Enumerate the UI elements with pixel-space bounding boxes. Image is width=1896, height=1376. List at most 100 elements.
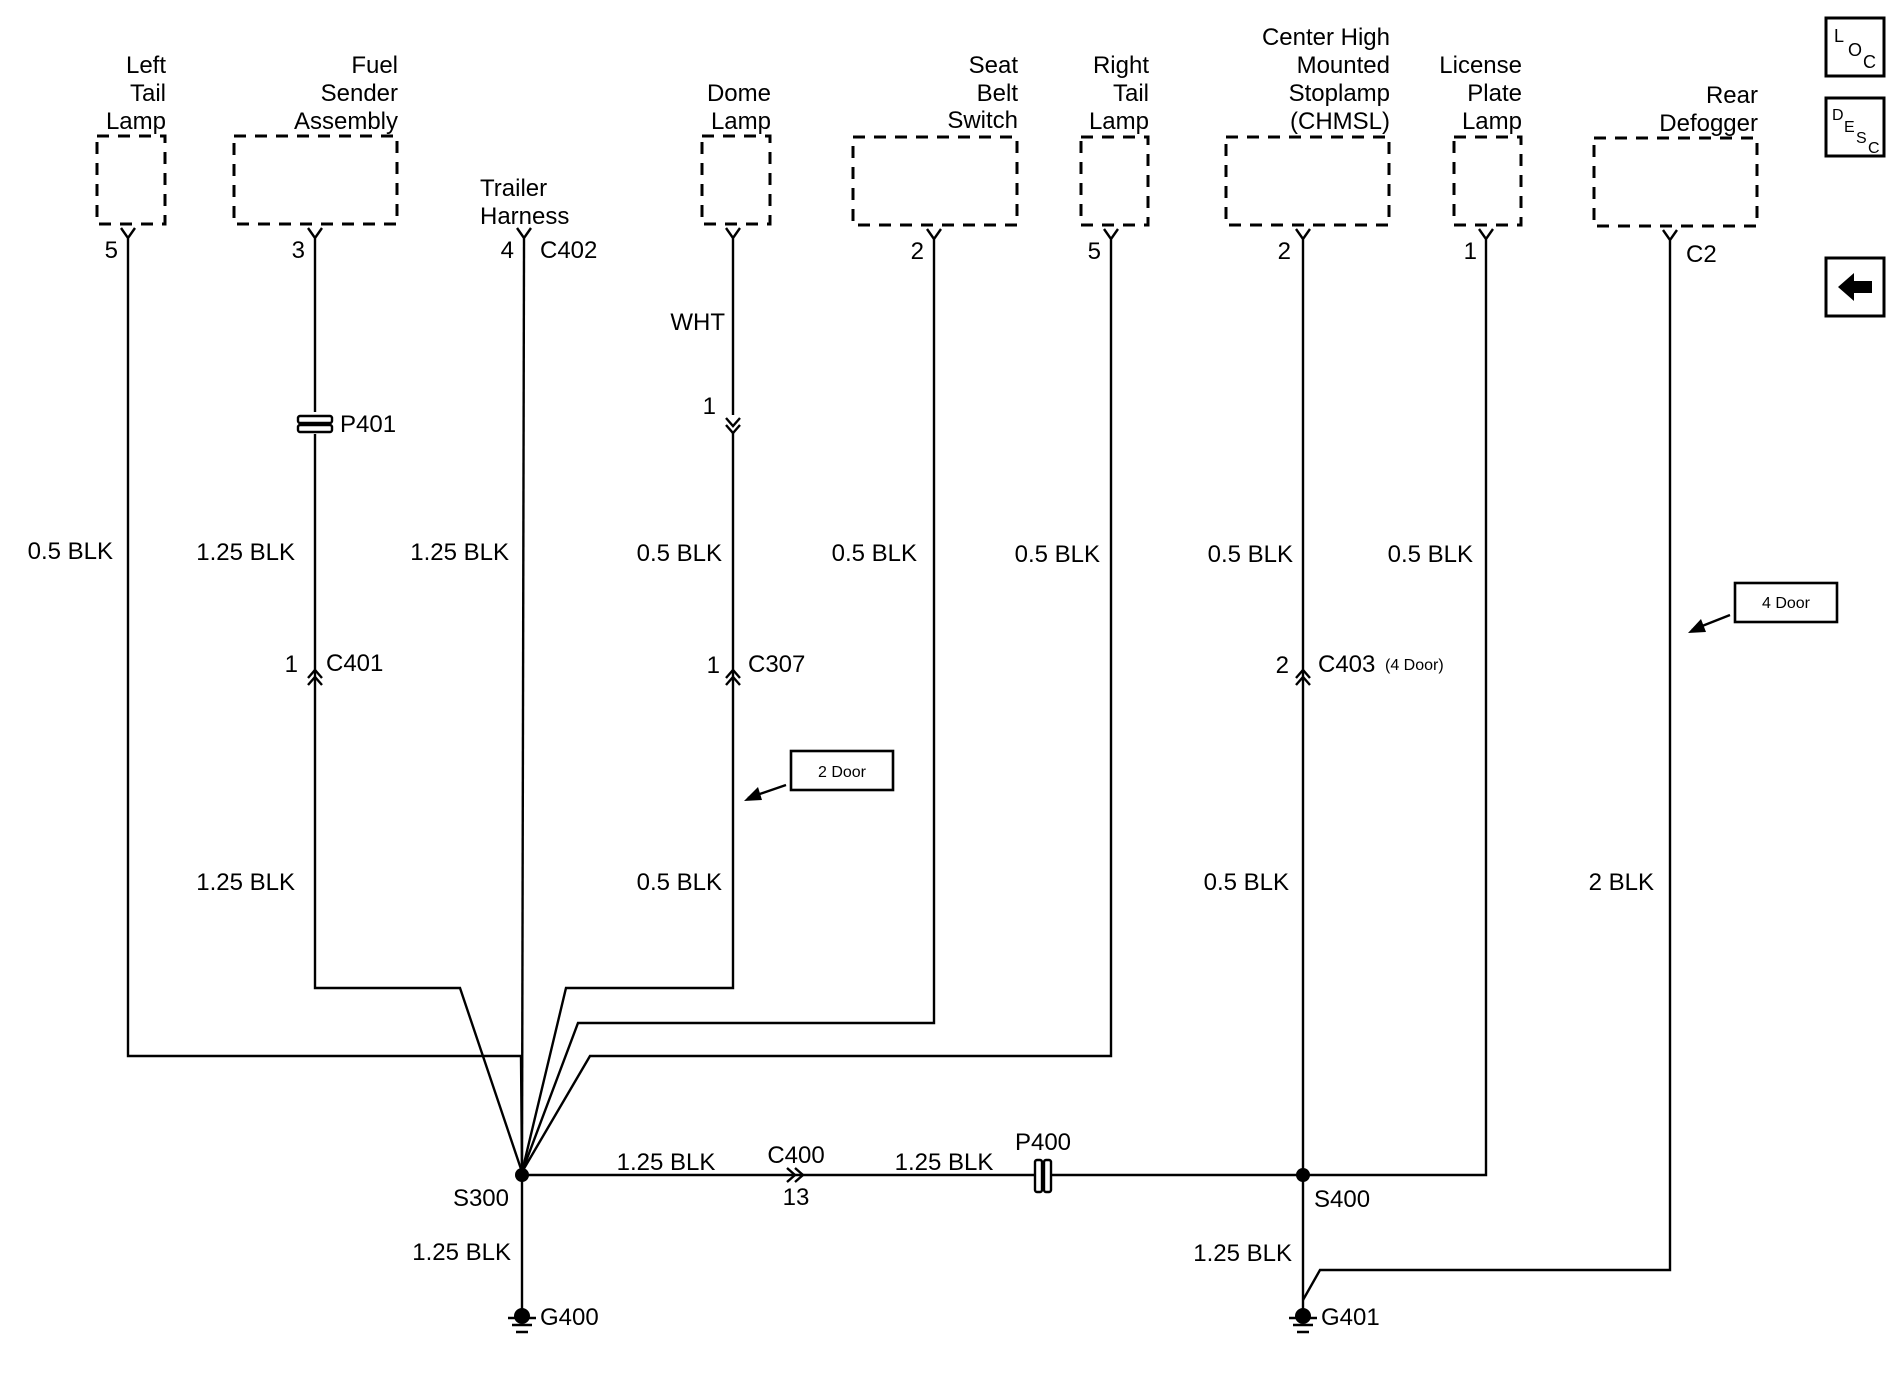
c401-pin: 1 xyxy=(285,651,298,678)
svg-text:Assembly: Assembly xyxy=(294,108,398,135)
loc-button[interactable]: L O C xyxy=(1824,16,1886,78)
p401-connector xyxy=(296,414,334,434)
svg-text:Mounted: Mounted xyxy=(1297,52,1390,79)
g401-ground-icon xyxy=(1289,1308,1317,1334)
fuel-sender-pin: 3 xyxy=(292,237,305,264)
left-tail-lamp-label: Left Tail Lamp xyxy=(106,52,166,135)
dome-inline-connector xyxy=(725,417,741,435)
wire-label-trailer: 1.25 BLK xyxy=(410,539,509,566)
c401-label: C401 xyxy=(326,650,383,677)
c401-connector xyxy=(307,668,323,686)
svg-text:Dome: Dome xyxy=(707,80,771,107)
wire-label-fuel-lower: 1.25 BLK xyxy=(196,869,295,896)
svg-text:Tail: Tail xyxy=(130,80,166,107)
wire-label-chmsl-lower: 0.5 BLK xyxy=(1204,869,1289,896)
chmsl-box xyxy=(1224,135,1391,227)
svg-text:Plate: Plate xyxy=(1467,80,1522,107)
svg-text:Belt: Belt xyxy=(977,80,1019,107)
svg-text:Harness: Harness xyxy=(480,203,569,230)
chmsl-pin: 2 xyxy=(1278,238,1291,265)
svg-text:Center High: Center High xyxy=(1262,24,1390,51)
fuel-sender-label: Fuel Sender Assembly xyxy=(294,52,398,135)
svg-text:(CHMSL): (CHMSL) xyxy=(1290,108,1390,135)
svg-text:Seat: Seat xyxy=(969,52,1019,79)
p400-connector xyxy=(1033,1158,1053,1194)
wire-left-tail xyxy=(126,246,524,1173)
c2-label: C2 xyxy=(1686,241,1717,268)
c400-label: C400 xyxy=(767,1142,824,1169)
wire-dome-lower xyxy=(520,432,735,1173)
license-plate-lamp-label: License Plate Lamp xyxy=(1439,52,1522,135)
wire-defogger xyxy=(1301,248,1672,1301)
rear-defogger-label: Rear Defogger xyxy=(1659,82,1758,137)
s300-splice xyxy=(515,1168,529,1182)
svg-text:C: C xyxy=(1863,52,1876,72)
wire-license xyxy=(1303,247,1488,1177)
p401-label: P401 xyxy=(340,411,396,438)
wire-label-chmsl-upper: 0.5 BLK xyxy=(1208,541,1293,568)
svg-text:Fuel: Fuel xyxy=(351,52,398,79)
four-door-note: 4 Door xyxy=(1688,581,1839,633)
wire-label-dome-lower: 0.5 BLK xyxy=(637,869,722,896)
svg-text:Lamp: Lamp xyxy=(1462,108,1522,135)
svg-text:O: O xyxy=(1848,40,1862,60)
wire-label-seat-belt: 0.5 BLK xyxy=(832,540,917,567)
trailer-harness-label: Trailer Harness xyxy=(480,175,569,230)
g401-label: G401 xyxy=(1321,1304,1380,1331)
wires xyxy=(126,245,1672,1310)
s400-splice xyxy=(1296,1168,1310,1182)
back-button[interactable] xyxy=(1824,256,1886,318)
wire-seat-belt xyxy=(520,247,936,1173)
wire-label-s300-g400: 1.25 BLK xyxy=(412,1239,511,1266)
g400-label: G400 xyxy=(540,1304,599,1331)
license-plate-lamp-box xyxy=(1452,135,1523,227)
wire-label-c400-p400: 1.25 BLK xyxy=(895,1149,994,1176)
two-door-note: 2 Door xyxy=(744,749,895,801)
svg-text:Rear: Rear xyxy=(1706,82,1758,109)
svg-text:L: L xyxy=(1834,26,1844,46)
wire-label-right-tail: 0.5 BLK xyxy=(1015,541,1100,568)
s400-label: S400 xyxy=(1314,1186,1370,1213)
c307-label: C307 xyxy=(748,651,805,678)
wire-label-fuel-upper: 1.25 BLK xyxy=(196,539,295,566)
svg-text:D: D xyxy=(1832,107,1844,124)
c400-pin: 13 xyxy=(783,1184,810,1211)
svg-text:S: S xyxy=(1856,130,1867,147)
svg-text:Stoplamp: Stoplamp xyxy=(1289,80,1390,107)
svg-text:2 Door: 2 Door xyxy=(818,764,867,781)
svg-text:E: E xyxy=(1844,119,1855,136)
dome-inline-pin: 1 xyxy=(703,393,716,420)
svg-text:Lamp: Lamp xyxy=(711,108,771,135)
svg-text:Lamp: Lamp xyxy=(106,108,166,135)
svg-text:Tail: Tail xyxy=(1113,80,1149,107)
wire-trailer xyxy=(520,245,526,1173)
desc-button[interactable]: D E S C xyxy=(1824,96,1886,158)
trailer-pin: 4 xyxy=(501,237,514,264)
rear-defogger-box xyxy=(1592,136,1759,228)
wire-label-s400-g401: 1.25 BLK xyxy=(1193,1240,1292,1267)
c402-label: C402 xyxy=(540,237,597,264)
p400-label: P400 xyxy=(1015,1129,1071,1156)
fuel-sender-box xyxy=(232,134,399,226)
g400-ground-icon xyxy=(508,1308,536,1334)
wire-right-tail xyxy=(520,247,1113,1173)
wire-label-dome-upper: 0.5 BLK xyxy=(637,540,722,567)
right-tail-lamp-box xyxy=(1079,135,1150,227)
wire-label-license: 0.5 BLK xyxy=(1388,541,1473,568)
svg-text:Lamp: Lamp xyxy=(1089,108,1149,135)
dome-lamp-box xyxy=(700,134,772,226)
svg-text:Switch: Switch xyxy=(947,107,1018,134)
wire-label-defogger: 2 BLK xyxy=(1589,869,1654,896)
seat-belt-switch-box xyxy=(851,135,1019,227)
license-pin: 1 xyxy=(1464,238,1477,265)
wire-label-left-tail: 0.5 BLK xyxy=(28,538,113,565)
right-tail-lamp-label: Right Tail Lamp xyxy=(1089,52,1149,135)
wire-fuel-lower xyxy=(313,434,524,1173)
svg-text:4 Door: 4 Door xyxy=(1762,595,1811,612)
svg-text:Trailer: Trailer xyxy=(480,175,547,202)
wire-label-s300-c400: 1.25 BLK xyxy=(617,1149,716,1176)
c307-connector xyxy=(725,668,741,686)
svg-text:Right: Right xyxy=(1093,52,1149,79)
seat-belt-pin: 2 xyxy=(911,238,924,265)
